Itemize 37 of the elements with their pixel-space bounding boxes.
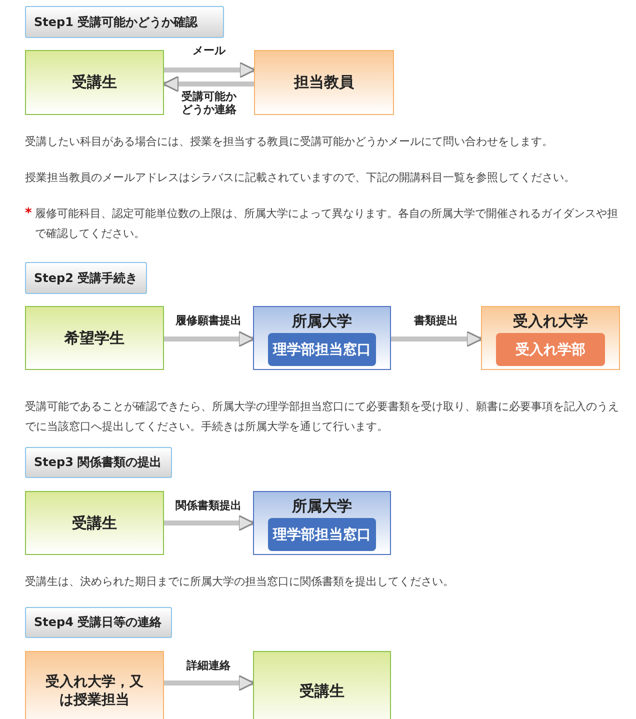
university-box <box>253 306 391 370</box>
arrow <box>164 674 254 692</box>
office-box: 理学部担当窓口 <box>268 333 376 366</box>
faculty-box: 受入れ学部 <box>496 333 605 366</box>
paragraph: 受講可能であることが確認できたら、所属大学の理学部担当窓口にて必要書類を受け取り、願書に必要事項を記入のうえでに当該窓口へ提出してください。手続きは所属大学を通じて行います。 <box>25 399 620 435</box>
arrow <box>164 62 256 78</box>
university-box: 受入れ大学，又は授業担当 <box>25 651 164 719</box>
edge-label: 詳細連絡 <box>185 659 232 672</box>
edge-label: メール <box>192 44 226 57</box>
step-heading: Step3 関係書類の提出 <box>25 447 172 478</box>
box-title: 受入れ大学 <box>513 312 588 331</box>
teacher-box: 担当教員 <box>254 50 394 115</box>
step-heading: Step4 受講日等の連絡 <box>25 607 172 638</box>
university-box <box>253 491 391 555</box>
paragraph: 受講生は、決められた期日までに所属大学の担当窓口に関係書類を提出してください。 <box>25 574 455 590</box>
asterisk: * <box>25 205 33 223</box>
student-box: 受講生 <box>25 50 164 115</box>
edge-label: 関係書類提出 <box>174 499 242 512</box>
arrow <box>164 514 254 532</box>
student-box: 希望学生 <box>25 306 164 370</box>
step-heading: Step2 受講手続き <box>25 262 147 294</box>
arrow <box>162 76 254 92</box>
arrow <box>164 330 254 348</box>
step-heading: Step1 受講可能かどうか確認 <box>25 6 224 38</box>
student-box: 受講生 <box>25 491 164 555</box>
student-box: 受講生 <box>253 651 391 719</box>
edge-label: 受講可能かどうか連絡 <box>181 90 237 116</box>
edge-label: 書類提出 <box>413 314 459 327</box>
box-title: 所属大学 <box>292 497 352 516</box>
note: 履修可能科目、認定可能単位数の上限は、所属大学によって異なります。各自の所属大学で開催されるガイダンスや担で確認してください。 <box>35 206 619 242</box>
paragraph: 受講したい科目がある場合には、授業を担当する教員に受講可能かどうかメールにて問い合わせをします。 <box>25 134 554 150</box>
university-box <box>481 306 620 370</box>
edge-label: 履修願書提出 <box>174 314 242 327</box>
arrow <box>391 330 482 348</box>
box-title: 所属大学 <box>292 312 352 331</box>
paragraph: 授業担当教員のメールアドレスはシラバスに記載されていますので、下記の開講科目一覧を参照してください。 <box>25 170 576 186</box>
office-box: 理学部担当窓口 <box>268 518 376 551</box>
